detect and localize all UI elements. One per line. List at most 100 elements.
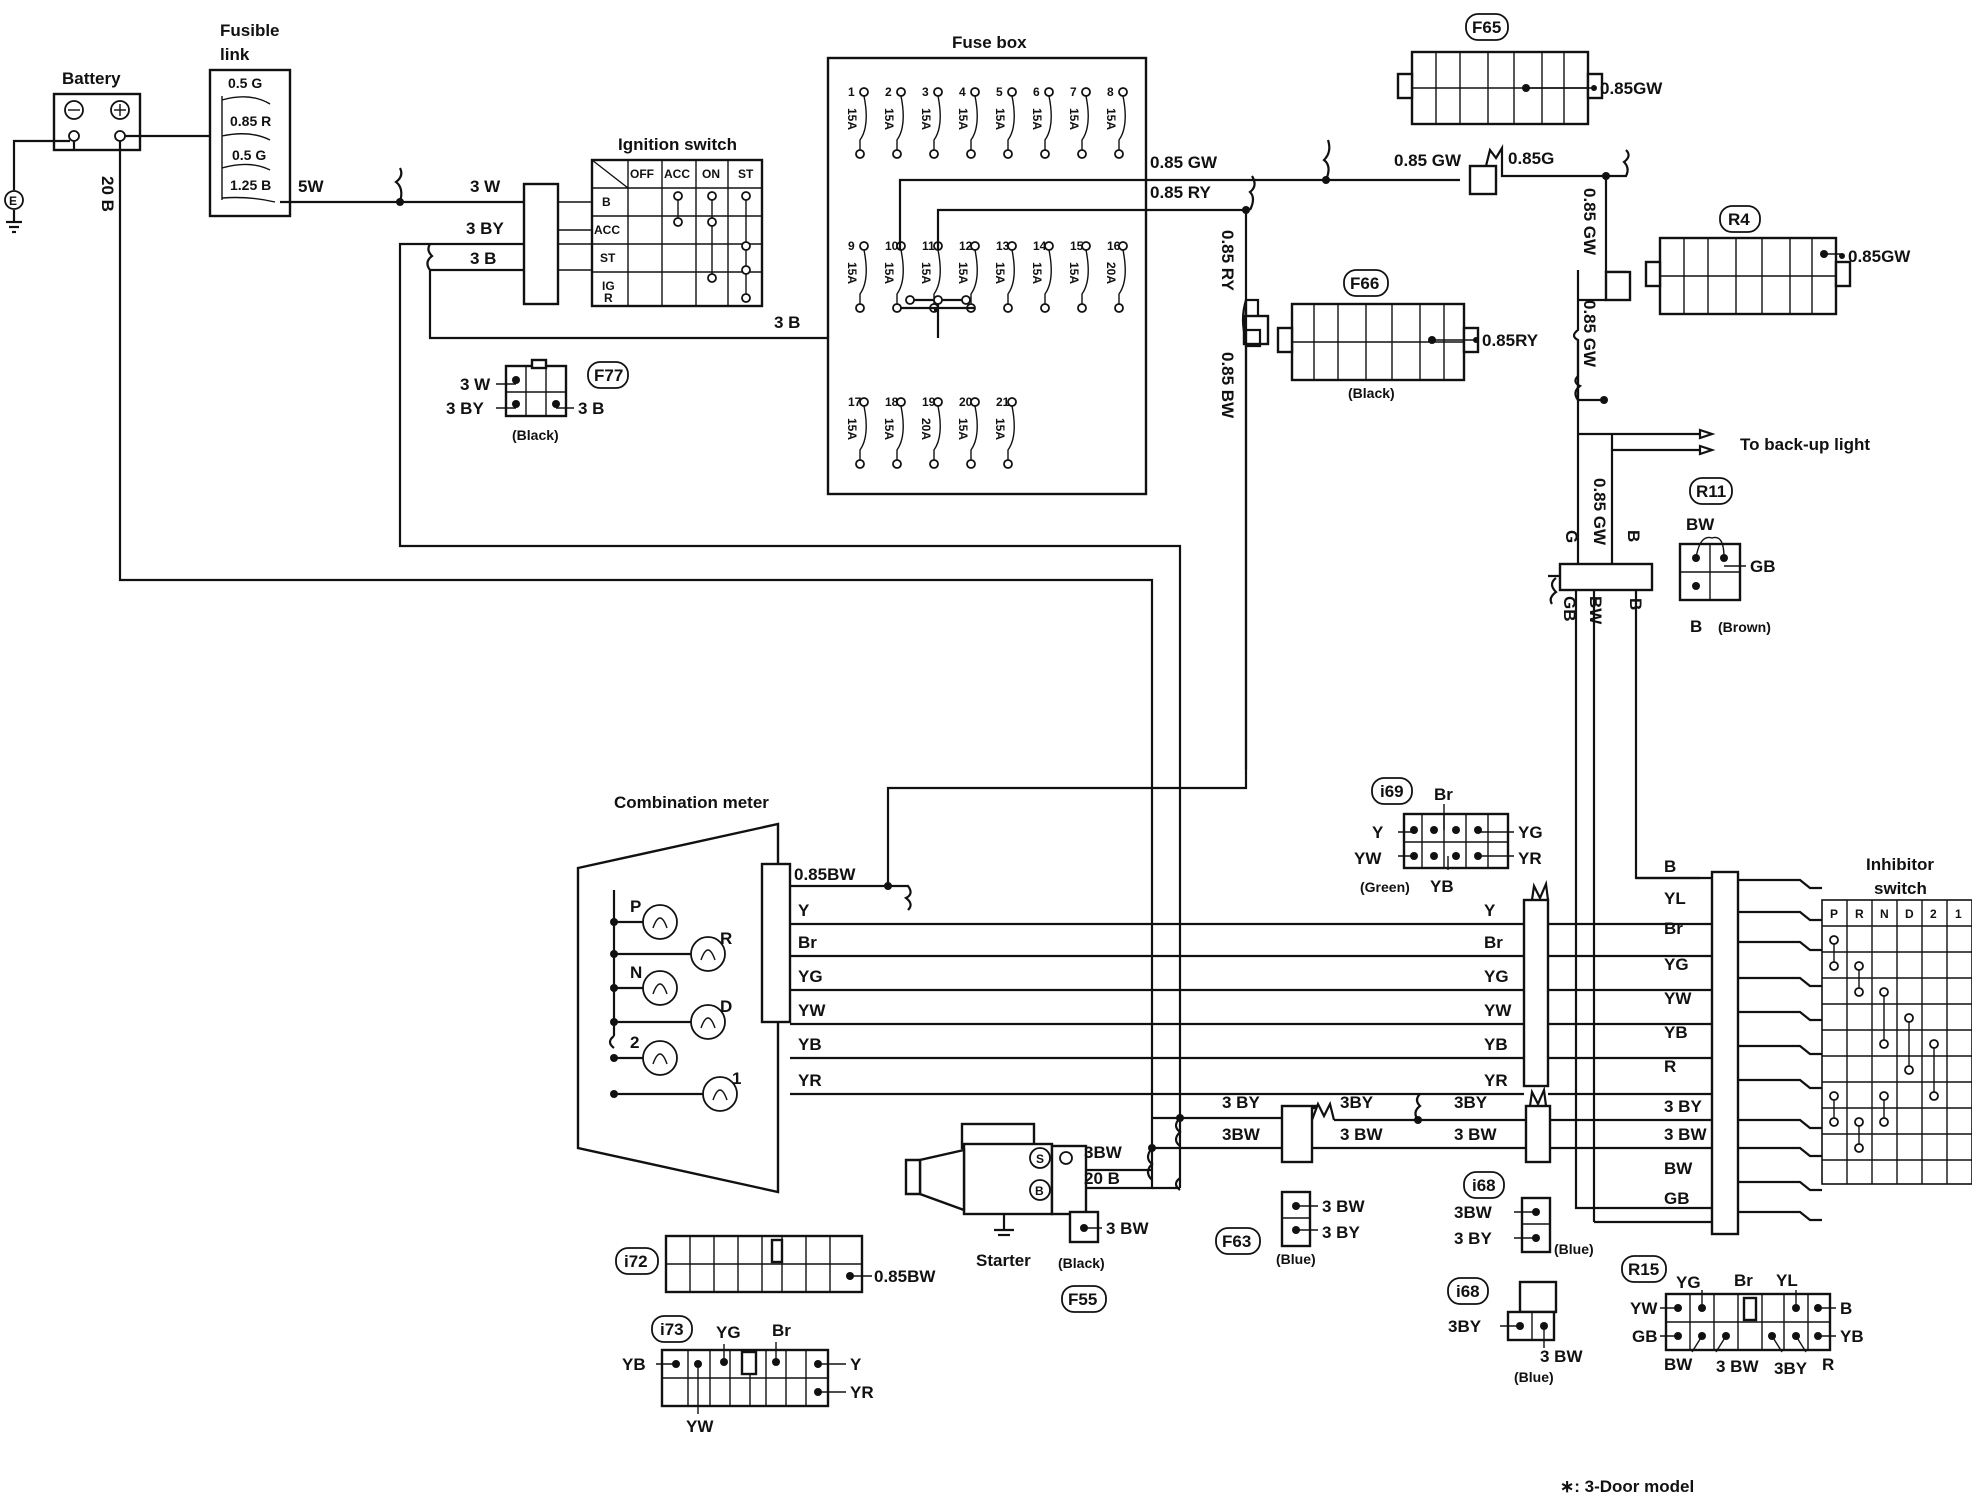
fuse-rating: 15A (1104, 108, 1118, 130)
connector-pin-label: BW (1664, 1355, 1693, 1374)
starter-s: S (1036, 1152, 1044, 1166)
connector-id: F55 (1068, 1290, 1097, 1309)
fuse-rating: 15A (956, 108, 970, 130)
lamp-label: 1 (732, 1069, 741, 1088)
fuse-rating: 15A (882, 418, 896, 440)
ign-row: ST (600, 251, 616, 265)
connector-color: (Black) (1348, 385, 1395, 401)
wire-label: 3BY (1454, 1093, 1488, 1112)
lamp-label: D (720, 997, 732, 1016)
ign-row: R (604, 291, 613, 305)
wire-label: 0.85 GW (1580, 300, 1599, 368)
connector-id: F77 (594, 366, 623, 385)
connector-i69: i69 Br Y YG YW YR (Green) YB (1354, 777, 1543, 896)
inhibitor-position: N (1880, 907, 1889, 921)
connector-pin-label: Br (1734, 1271, 1753, 1290)
wire-5w-label: 5W (298, 177, 324, 196)
inhibitor-wire-label: R (1664, 1057, 1676, 1076)
connector-id: i72 (624, 1252, 648, 1271)
wire-label: 0.85 GW (1150, 153, 1218, 172)
inhibitor-wire-label: 3 BY (1664, 1097, 1702, 1116)
connector-pin-label: YB (622, 1355, 646, 1374)
connector-pin-label: YG (1518, 823, 1543, 842)
connector-pin-label: 3 BW (1540, 1347, 1583, 1366)
fusible-link: Fusible link 0.5 G 0.85 R 0.5 G 1.25 B (208, 21, 292, 218)
connector-color: (Black) (1058, 1255, 1105, 1271)
fuse-number: 7 (1070, 85, 1077, 99)
wire-label: GB (1560, 596, 1579, 622)
mid-wire-label: Y (1484, 901, 1496, 920)
fusible-entry-2: 0.85 R (230, 113, 271, 129)
fuse-number: 4 (959, 85, 966, 99)
fuse-rating: 15A (845, 108, 859, 130)
connector-color: (Blue) (1554, 1241, 1594, 1257)
fuse-rating: 20A (919, 418, 933, 440)
inhibitor-switch-label-1: Inhibitor (1866, 855, 1934, 874)
fuse-number: 18 (885, 395, 899, 409)
inhibitor-wire-label: YL (1664, 889, 1686, 908)
connector-wire: 0.85RY (1482, 331, 1539, 350)
connector-pin-label: BW (1686, 515, 1715, 534)
wire-label: BW (1586, 596, 1605, 625)
inhibitor-wire-label: YG (1664, 955, 1689, 974)
meter-wire-label: YR (798, 1071, 822, 1090)
connector-pin-label: 3 BW (1716, 1357, 1759, 1376)
inhibitor-position: D (1905, 907, 1914, 921)
connector-pin-label: YR (850, 1383, 874, 1402)
starter-b: B (1035, 1184, 1044, 1198)
fuse-number: 12 (959, 239, 973, 253)
fuse-number: 14 (1033, 239, 1047, 253)
combination-meter-label: Combination meter (614, 793, 769, 812)
fuse-number: 1 (848, 85, 855, 99)
connector-color: (Green) (1360, 879, 1410, 895)
ign-header: ACC (664, 167, 690, 181)
lamp-label: R (720, 929, 732, 948)
connector-pin-label: 3 BY (1454, 1229, 1492, 1248)
meter-wire-label: YB (798, 1035, 822, 1054)
fusible-entry-3: 0.5 G (232, 147, 266, 163)
fuse-number: 9 (848, 239, 855, 253)
connector-pin-label: YL (1776, 1271, 1798, 1290)
wire-label: 3BY (1340, 1093, 1374, 1112)
inhibitor-wire-label: BW (1664, 1159, 1693, 1178)
fusible-entry-4: 1.25 B (230, 177, 271, 193)
connector-pin-label: YW (1630, 1299, 1658, 1318)
connector-F77: 3 W 3 BY 3 B (Black) F77 (446, 358, 629, 443)
fuse-rating: 15A (845, 262, 859, 284)
connector-wire: 0.85BW (874, 1267, 936, 1286)
connector-F65: F65 0.85GW (1396, 13, 1663, 126)
indicator-lamp (642, 904, 678, 940)
connector-R4: R4 0.85GW (1644, 205, 1911, 316)
inhibitor-position: P (1830, 907, 1838, 921)
fuse-number: 10 (885, 239, 899, 253)
connector-wire: 0.85GW (1600, 79, 1663, 98)
connector-pin-label: B (1690, 617, 1702, 636)
connector-F66: F66 0.85RY (Black) (1276, 269, 1539, 401)
fuse-rating: 15A (919, 262, 933, 284)
fuse-number: 20 (959, 395, 973, 409)
wire-label: 0.85BW (794, 865, 856, 884)
fuse-number: 13 (996, 239, 1010, 253)
connector-id: i73 (660, 1320, 684, 1339)
connector-pin-label: 3 BY (1322, 1223, 1360, 1242)
ign-row: ACC (594, 223, 620, 237)
connector-F55: 3 BW (Black) F55 (1058, 1210, 1149, 1313)
mid-wire-label: YG (1484, 967, 1509, 986)
ground-label: E (9, 194, 17, 208)
connector-pin-label: GB (1632, 1327, 1658, 1346)
fuse-number: 8 (1107, 85, 1114, 99)
connector-i68-lower: i68 3BY 3 BW (Blue) (1447, 1277, 1583, 1385)
connector-pin-label: 3 BW (1322, 1197, 1365, 1216)
battery-cable-label: 20 B (98, 176, 117, 212)
ign-row: IG (602, 279, 615, 293)
connector-id: F65 (1472, 18, 1501, 37)
mid-wire-label: YR (1484, 1071, 1508, 1090)
ground-symbol: E (4, 190, 24, 234)
connector-id: i68 (1456, 1282, 1480, 1301)
